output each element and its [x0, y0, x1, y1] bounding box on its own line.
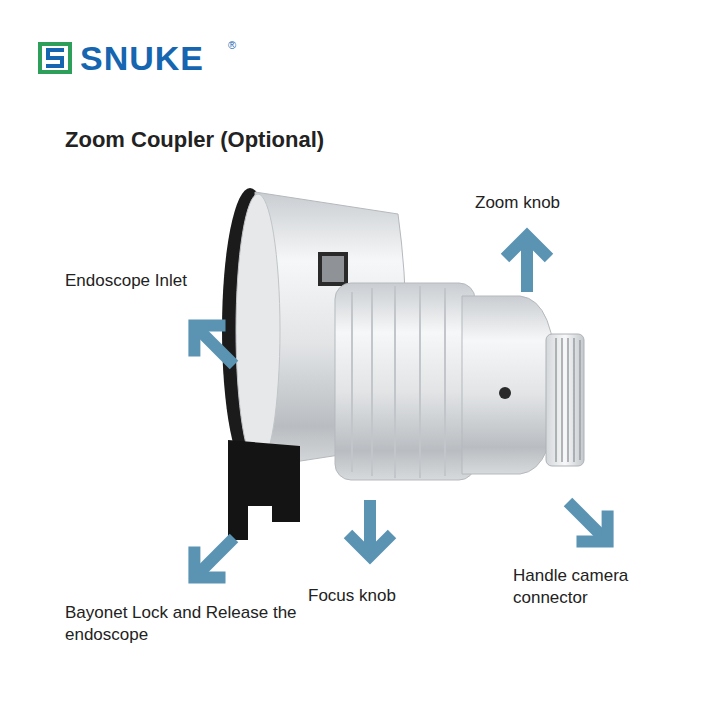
title: Zoom Coupler (Optional)	[65, 126, 324, 155]
pointer-arrows	[179, 236, 623, 593]
trademark: ®	[228, 38, 236, 52]
brand-name: SNUKE	[80, 36, 204, 80]
logo-icon	[40, 44, 70, 72]
part-label: Bayonet Lock and Release the endoscope	[65, 602, 305, 646]
part-label: Handle camera connector	[513, 565, 703, 609]
part-label: Focus knob	[308, 585, 396, 607]
part-label: Zoom knob	[475, 192, 560, 214]
coupler-illustration	[222, 188, 584, 540]
part-label: Endoscope Inlet	[65, 270, 187, 292]
